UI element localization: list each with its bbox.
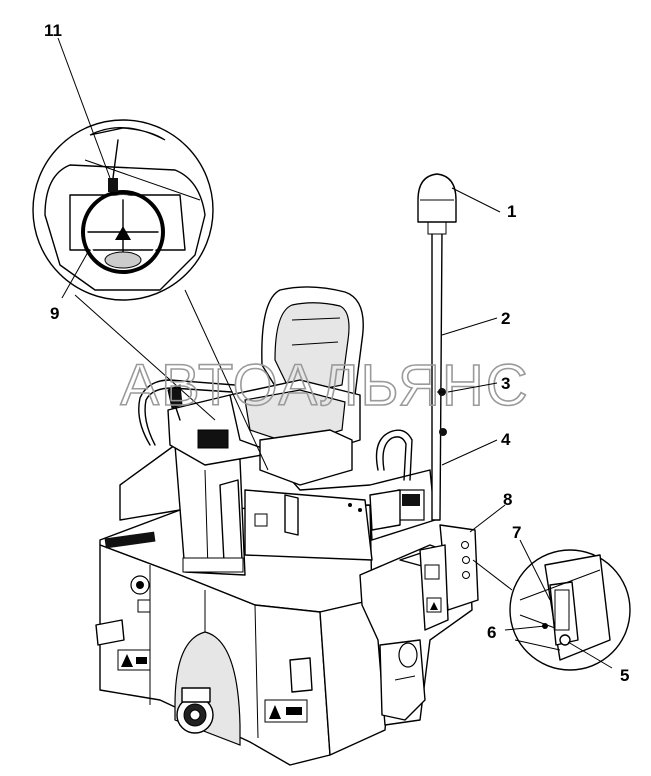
callout-4: 4 bbox=[501, 430, 511, 449]
callout-1: 1 bbox=[507, 202, 516, 221]
detail-steering-wheel bbox=[32, 119, 214, 301]
watermark-text: АВТОАЛЬЯНС bbox=[120, 353, 529, 418]
callout-8: 8 bbox=[503, 490, 512, 509]
beacon-mast bbox=[417, 173, 457, 521]
callout-2: 2 bbox=[501, 309, 510, 328]
detail-leader-line-2 bbox=[74, 294, 216, 421]
callout-leaders bbox=[57, 37, 613, 669]
callout-6: 6 bbox=[487, 623, 496, 642]
machine-body bbox=[95, 504, 396, 766]
operator-seat bbox=[138, 286, 425, 531]
callout-7: 7 bbox=[512, 523, 521, 542]
roller-housing bbox=[359, 524, 479, 726]
callout-3: 3 bbox=[501, 374, 510, 393]
beacon-lamp bbox=[417, 173, 457, 223]
detail-leader-line-3 bbox=[472, 559, 513, 591]
callout-5: 5 bbox=[620, 666, 629, 685]
detail-seat-switch bbox=[509, 549, 631, 671]
callout-9: 9 bbox=[50, 304, 59, 323]
warning-label-right bbox=[264, 699, 308, 723]
detail-leader-line bbox=[184, 289, 269, 471]
warning-label-left bbox=[117, 649, 151, 671]
callout-11: 11 bbox=[44, 21, 62, 40]
